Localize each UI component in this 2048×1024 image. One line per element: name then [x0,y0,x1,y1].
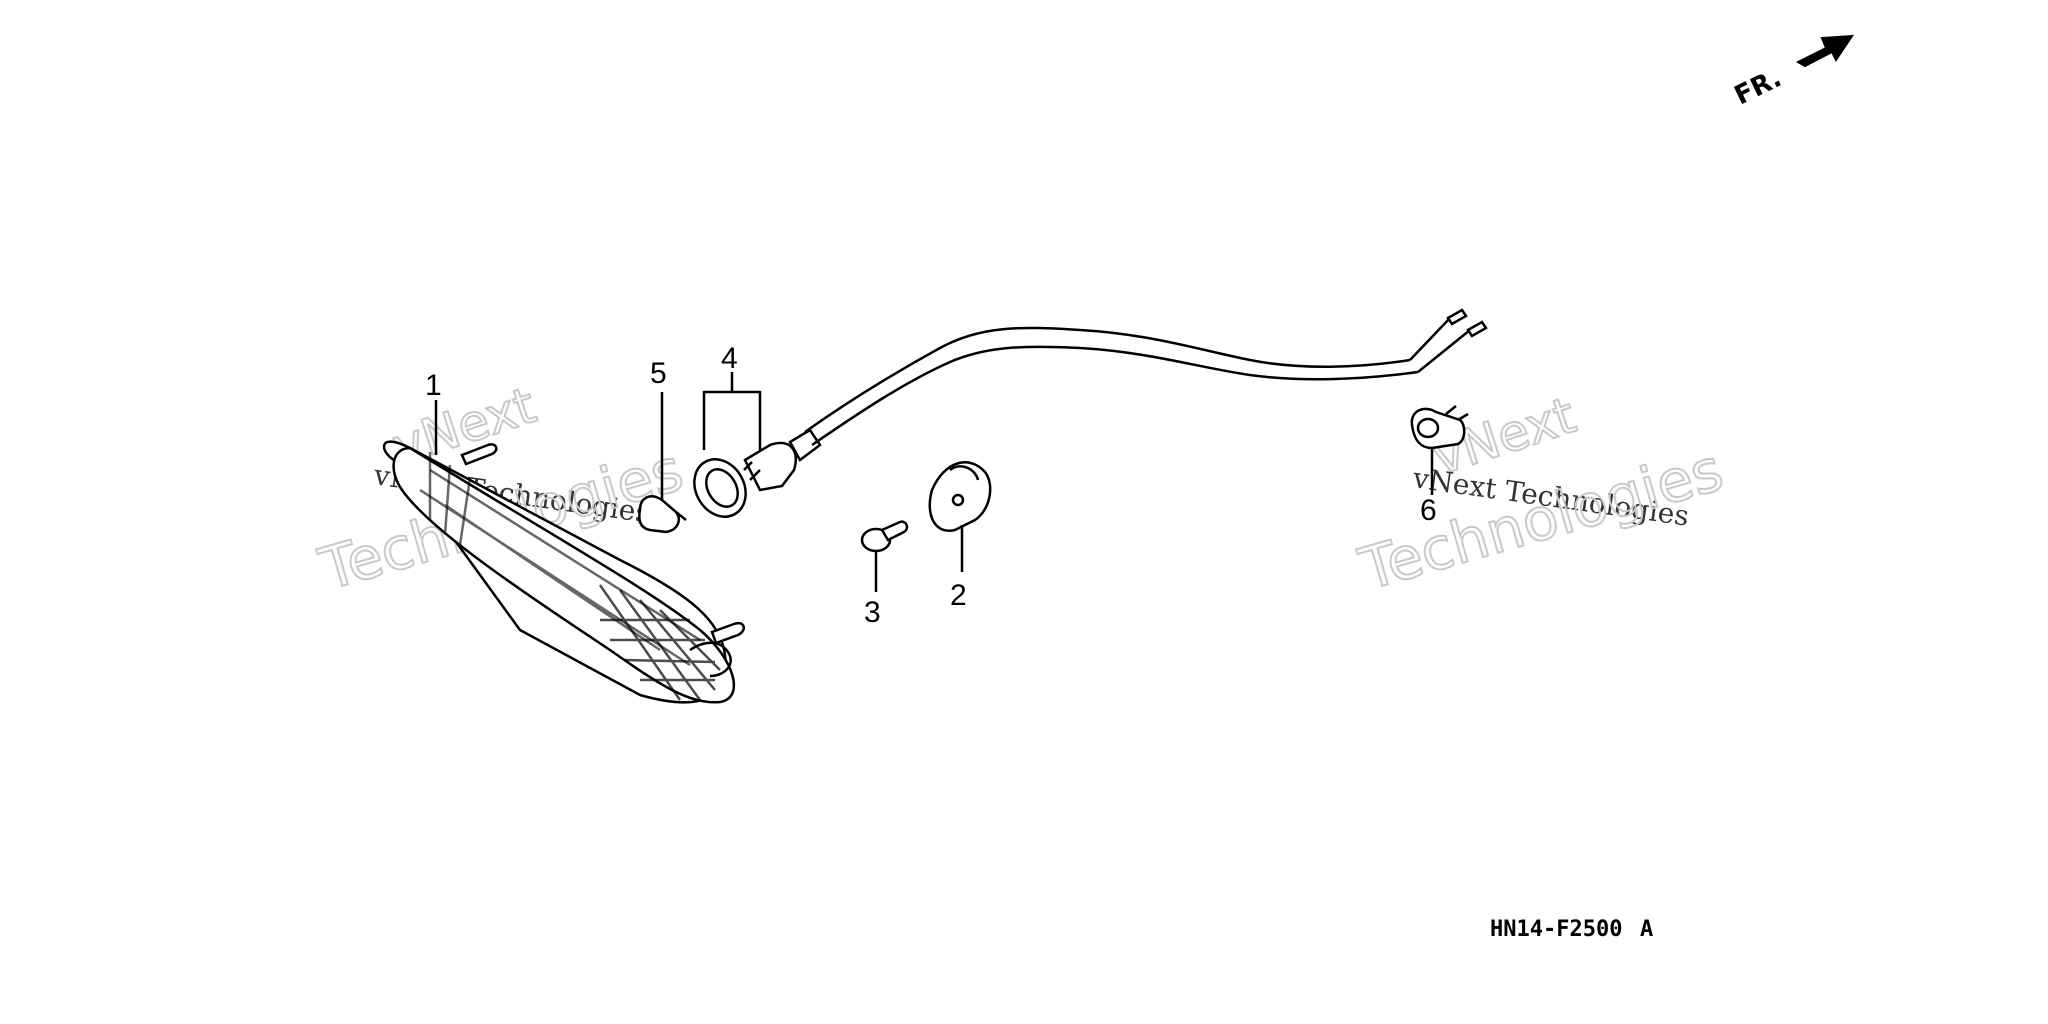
part-3-screw [860,520,909,553]
front-arrow-icon [1795,34,1854,68]
part-4-socket [693,428,822,518]
part-2-clamp [928,461,992,533]
callout-5: 5 [650,357,667,390]
front-label: FR. [1730,63,1786,111]
callout-4: 4 [721,342,738,375]
part-1-lens [382,440,746,704]
callout-3: 3 [864,596,881,629]
part-5-bulb [638,495,687,534]
callout-2: 2 [950,579,967,612]
part-6-grommet [1410,405,1469,450]
watermark-right: vNext vNext Technologies Technologies [1351,385,1731,605]
front-direction-indicator: FR. [1730,34,1854,111]
leader-lines [434,372,1434,592]
figure-code-suffix: A [1640,917,1653,942]
callout-1: 1 [425,369,442,402]
callout-6: 6 [1420,494,1437,527]
wire-harness [804,308,1488,447]
figure-code: HN14-F2500 [1490,917,1622,942]
